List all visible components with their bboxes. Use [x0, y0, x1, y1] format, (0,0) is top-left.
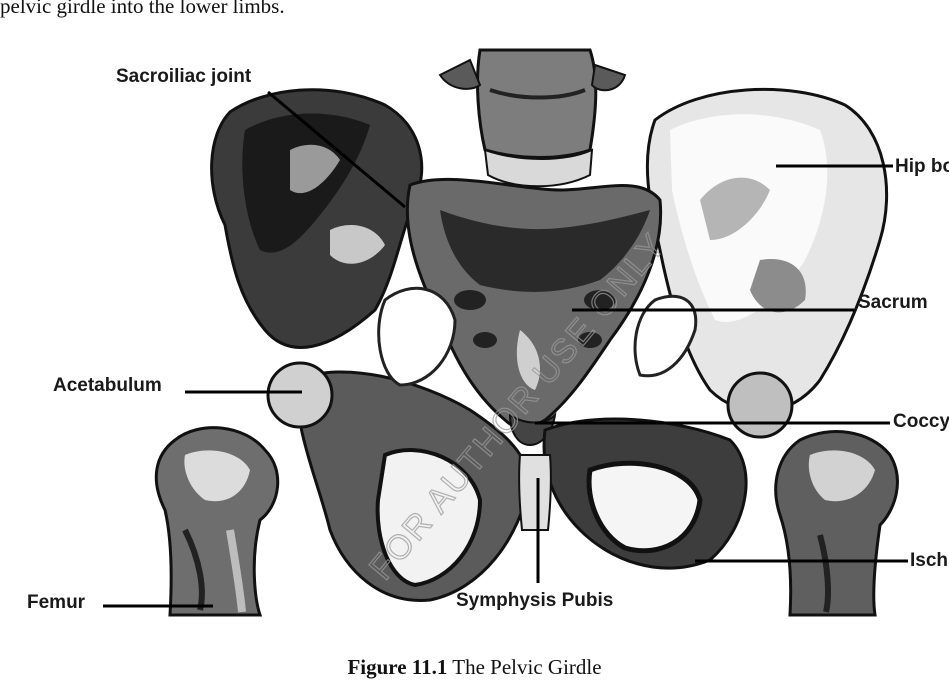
label-sacroiliac-joint: Sacroiliac joint	[116, 66, 252, 87]
label-ischium: Ischium	[910, 550, 949, 571]
label-femur: Femur	[27, 592, 86, 613]
label-acetabulum: Acetabulum	[53, 375, 162, 396]
pelvic-girdle-illustration: FOR AUTHOR USE ONLY Sacroiliac joint Hip…	[27, 48, 949, 617]
sacroiliac-leader	[267, 90, 406, 209]
caption-number: Figure 11.1	[347, 655, 448, 679]
label-symphysis-pubis: Symphysis Pubis	[456, 590, 613, 611]
lumbar-vertebra	[476, 48, 598, 159]
figure-caption: Figure 11.1 The Pelvic Girdle	[0, 655, 949, 680]
caption-title: The Pelvic Girdle	[452, 655, 602, 679]
symphysis	[518, 454, 552, 531]
label-coccyx: Coccyx	[893, 411, 949, 432]
intro-text: pelvic girdle into the lower limbs.	[0, 0, 285, 18]
label-hip-bone: Hip bone	[895, 156, 949, 177]
pelvic-girdle-figure: FOR AUTHOR USE ONLY Sacroiliac joint Hip…	[0, 40, 949, 640]
label-sacrum: Sacrum	[858, 292, 928, 313]
